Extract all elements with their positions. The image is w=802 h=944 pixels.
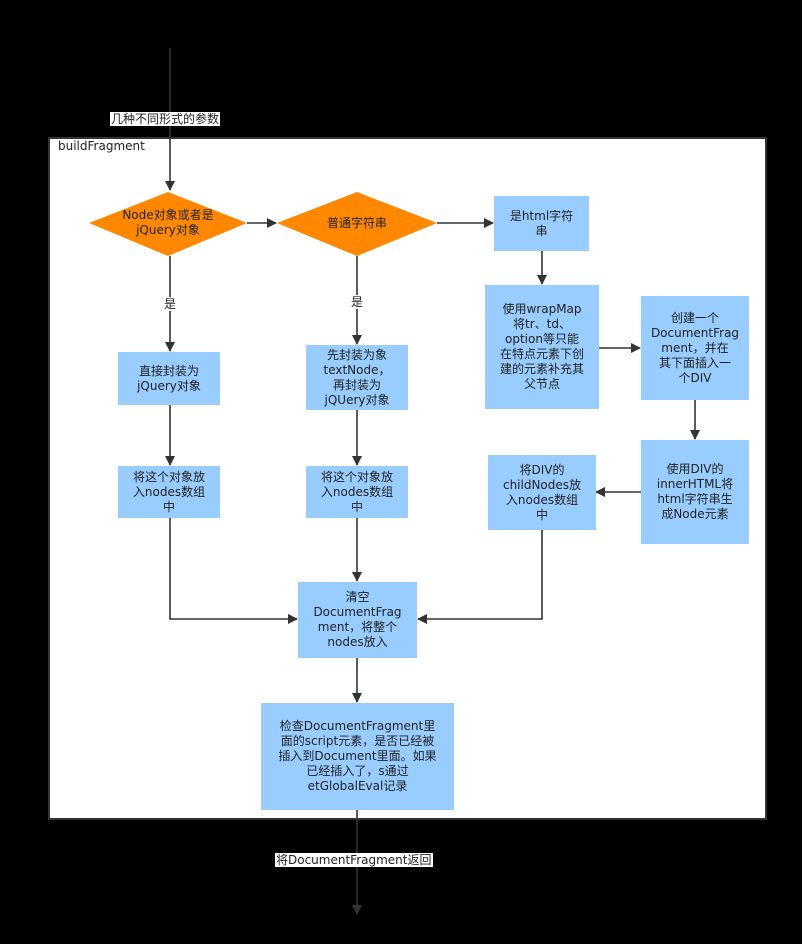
yes-label-left: 是 — [163, 297, 178, 311]
container-title: buildFragment — [58, 139, 145, 153]
yes-label-mid: 是 — [350, 295, 365, 309]
box-push-childnodes: 将DIV的 childNodes放 入nodes数组 中 — [488, 455, 596, 530]
decision-plain-string: 普通字符串 — [326, 216, 387, 230]
box-use-wrapmap: 使用wrapMap 将tr、td、 option等只能 在特点元素下创 建的元素… — [485, 285, 599, 409]
decision-plain-string-shape — [277, 192, 437, 256]
box-is-html-string: 是html字符 串 — [494, 196, 589, 251]
box-push-nodes-mid: 将这个对象放 入nodes数组 中 — [306, 466, 408, 518]
box-use-innerhtml: 使用DIV的 innerHTML将 html字符串生 成Node元素 — [641, 440, 749, 544]
output-label: 将DocumentFragment返回 — [275, 853, 433, 867]
input-label: 几种不同形式的参数 — [110, 112, 221, 126]
box-push-nodes-left: 将这个对象放 入nodes数组 中 — [118, 466, 220, 518]
edge-push-left-clear — [169, 518, 298, 624]
box-clear-fragment: 清空 DocumentFrag ment，将整个 nodes放入 — [298, 582, 417, 658]
decision-node-or-jquery: Node对象或者是 jQuery对象 — [122, 208, 214, 237]
box-wrap-textnode: 先封装为象 textNode， 再封装为 jQUery对象 — [306, 345, 408, 410]
edge-childnodes-clear — [417, 530, 543, 624]
decision-node-or-jquery-shape — [89, 192, 247, 256]
box-wrap-direct: 直接封装为 jQuery对象 — [118, 352, 220, 405]
box-create-fragment: 创建一个 DocumentFrag ment，并在 其下面插入一 个DIV — [641, 296, 749, 400]
box-check-scripts: 检查DocumentFragment里 面的script元素，是否已经被 插入到… — [261, 703, 454, 810]
